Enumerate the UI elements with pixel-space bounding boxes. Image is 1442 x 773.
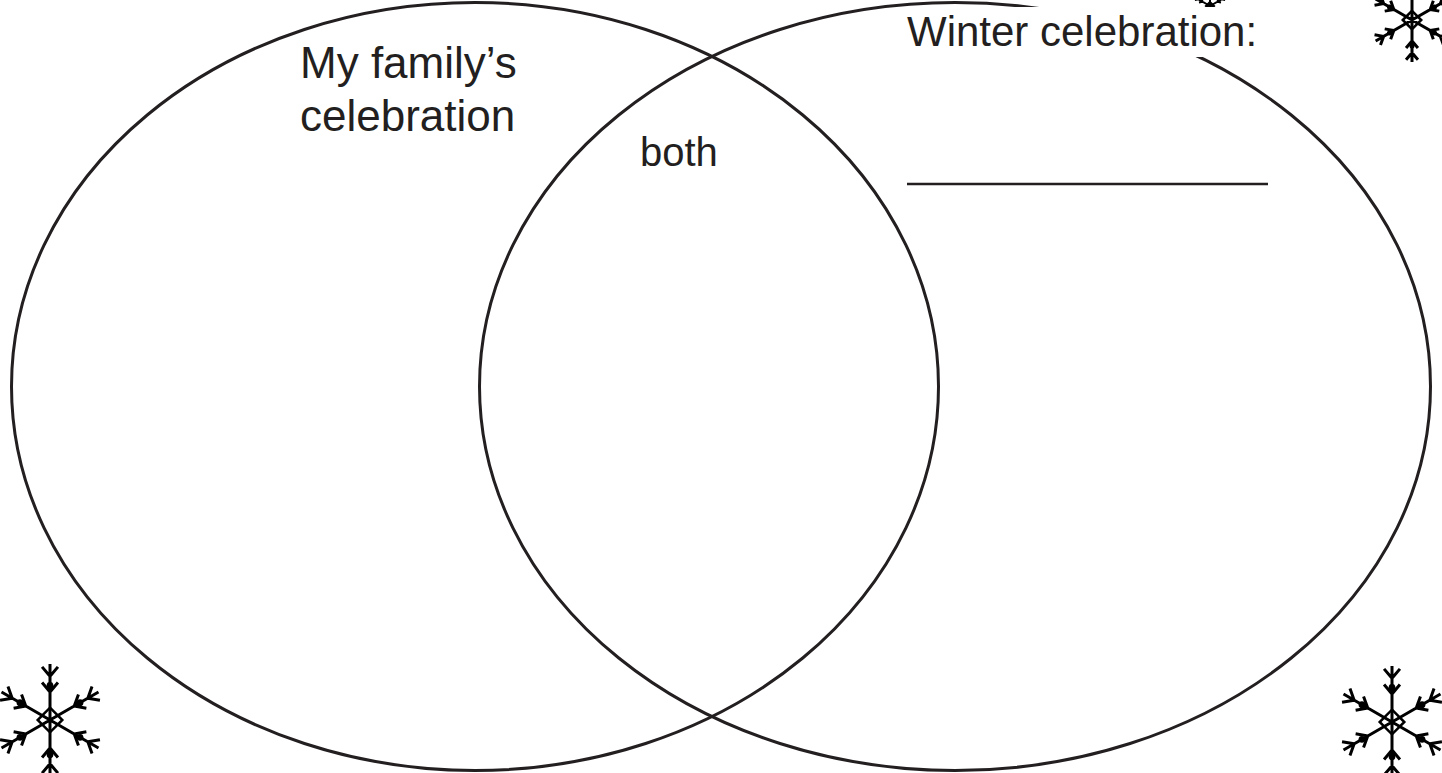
snowflake-dot bbox=[1432, 31, 1437, 36]
snowflake-dot bbox=[1218, 0, 1221, 2]
snowflake-icon bbox=[1375, 0, 1442, 62]
snowflake-dot bbox=[77, 699, 84, 706]
snowflake-dot bbox=[1359, 701, 1366, 708]
overlap-label: both bbox=[638, 128, 720, 176]
snowflake-dot bbox=[1409, 44, 1414, 49]
venn-circle: Winter celebration: bbox=[478, 1, 1432, 772]
venn-circle: My family’s celebration bbox=[10, 1, 940, 772]
ellipse-shape bbox=[480, 3, 1431, 771]
snowflake-center bbox=[38, 708, 63, 733]
snowflake-icon bbox=[1342, 666, 1442, 773]
circle-heading: Winter celebration: bbox=[905, 7, 1259, 57]
snowflake-dot bbox=[17, 699, 24, 706]
snowflake-dot bbox=[77, 734, 84, 741]
snowflake-dot bbox=[1359, 736, 1366, 743]
snowflake-dot bbox=[1387, 31, 1392, 36]
snowflake-icon bbox=[0, 664, 100, 773]
ellipse-outline bbox=[478, 1, 1432, 772]
snowflake-arms bbox=[1375, 0, 1442, 62]
snowflake-arms bbox=[0, 664, 100, 773]
snowflake-dot bbox=[17, 734, 24, 741]
snowflake-dot bbox=[1432, 4, 1437, 9]
snowflake-center bbox=[1380, 710, 1405, 735]
snowflake-dot bbox=[1419, 736, 1426, 743]
snowflake-dot bbox=[1389, 684, 1396, 691]
ellipse-shape bbox=[12, 3, 939, 771]
circle-heading: My family’s celebration bbox=[298, 37, 572, 143]
snowflake-dot bbox=[1389, 753, 1396, 760]
snowflake-dot bbox=[1199, 0, 1202, 2]
snowflake-dot bbox=[47, 751, 54, 758]
snowflake-dot bbox=[47, 682, 54, 689]
snowflake-arms bbox=[1342, 666, 1442, 773]
fill-in-blank-line bbox=[907, 183, 1268, 186]
snowflake-dot bbox=[1387, 4, 1392, 9]
snowflake-dot bbox=[1419, 701, 1426, 708]
snowflake-center bbox=[1403, 11, 1421, 29]
